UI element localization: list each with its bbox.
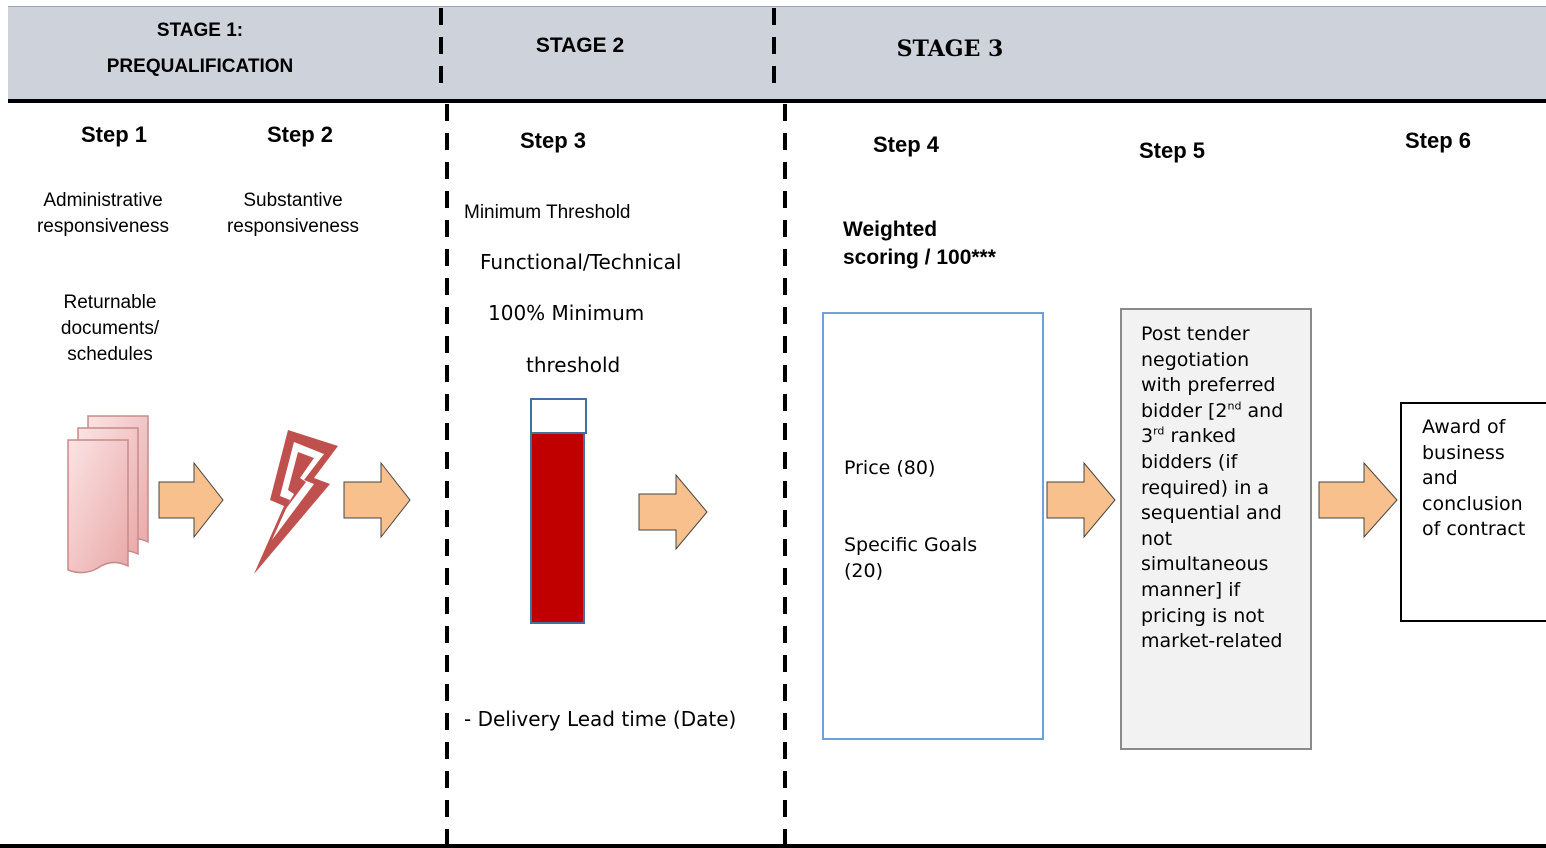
step3-delivery-lead-time: - Delivery Lead time (Date) (464, 707, 737, 731)
arrow-right-icon (158, 462, 224, 538)
specific-goals-line1: Specific Goals (844, 534, 978, 556)
step1-text-line2: responsiveness (36, 216, 170, 237)
weighted-scoring-line1: Weighted (843, 218, 938, 241)
price-weight: Price (80) (844, 457, 936, 479)
post-tender-line: Post tender (1141, 323, 1250, 345)
step4-heading: Step 4 (872, 132, 940, 157)
step6-heading: Step 6 (1404, 128, 1472, 153)
post-tender-text-part: bidder [2 (1141, 399, 1228, 422)
weighted-scoring-line2: scoring / 100*** (843, 246, 996, 269)
weighted-scoring-title: Weighted scoring / 100*** (843, 216, 1043, 272)
threshold-gauge-fill (530, 432, 585, 624)
lightning-icon (254, 430, 338, 574)
step5-heading: Step 5 (1138, 138, 1206, 163)
stage3-label: STAGE 3 (896, 36, 1004, 62)
scoring-box (822, 312, 1044, 740)
arrow-right-icon (343, 462, 411, 538)
arrow-right-icon (1046, 462, 1116, 538)
step1-heading: Step 1 (80, 122, 148, 147)
post-tender-text: Post tender negotiation with preferred b… (1141, 322, 1306, 655)
step3-functional-technical: Functional/Technical (480, 250, 682, 274)
stage1-label-line2: PREQUALIFICATION (106, 56, 294, 77)
post-tender-line: pricing is not (1141, 604, 1265, 627)
post-tender-line: bidder [2nd and (1141, 399, 1306, 425)
post-tender-text-part: 3 (1141, 425, 1154, 448)
award-text: Award of business and conclusion of cont… (1422, 415, 1544, 543)
step1-doc-line2: documents/ (60, 318, 160, 339)
header-divider-line (8, 99, 1546, 103)
step2-text-line1: Substantive (243, 190, 343, 211)
step3-heading: Step 3 (519, 128, 587, 153)
stage-divider-1 (439, 8, 449, 848)
post-tender-line: required) in a (1141, 476, 1270, 499)
award-line: business (1422, 441, 1505, 464)
post-tender-text-part: ranked (1164, 425, 1237, 448)
award-line: of contract (1422, 518, 1526, 541)
step2-heading: Step 2 (266, 122, 334, 147)
award-box (1400, 402, 1546, 622)
post-tender-text-part: and (1241, 399, 1284, 422)
post-tender-line: negotiation (1141, 348, 1250, 371)
post-tender-line: simultaneous (1141, 553, 1269, 576)
arrow-right-icon (638, 474, 708, 550)
post-tender-box (1120, 308, 1312, 750)
threshold-gauge-empty (530, 398, 587, 434)
award-line: Award of (1422, 416, 1506, 438)
step2-text-line2: responsiveness (226, 216, 360, 237)
step1-text-line1: Administrative (43, 190, 163, 211)
stage-header-bar (8, 6, 1546, 101)
superscript-nd: nd (1227, 399, 1242, 413)
step1-doc-line1: Returnable (63, 292, 157, 313)
step3-100-minimum: 100% Minimum (488, 301, 645, 325)
stage2-label: STAGE 2 (535, 34, 625, 57)
award-line: conclusion (1422, 492, 1523, 515)
post-tender-line: manner] if (1141, 578, 1241, 601)
arrow-right-icon (1318, 462, 1398, 538)
post-tender-line: market-related (1141, 630, 1283, 653)
award-line: and (1422, 467, 1458, 490)
step3-threshold: threshold (526, 353, 621, 377)
step3-min-threshold: Minimum Threshold (464, 202, 631, 223)
post-tender-line: with preferred (1141, 374, 1276, 397)
stage-divider-2 (772, 8, 787, 848)
document-stack-icon (67, 415, 149, 574)
post-tender-line: bidders (if (1141, 450, 1238, 473)
stage1-label-line1: STAGE 1: (156, 20, 244, 41)
post-tender-line: not (1141, 527, 1173, 550)
step1-doc-line3: schedules (67, 344, 153, 365)
superscript-rd: rd (1153, 425, 1165, 439)
post-tender-line: sequential and (1141, 502, 1282, 525)
bottom-divider-line (0, 844, 1546, 848)
post-tender-line: 3rd ranked (1141, 424, 1306, 450)
specific-goals-line2: (20) (844, 560, 884, 582)
